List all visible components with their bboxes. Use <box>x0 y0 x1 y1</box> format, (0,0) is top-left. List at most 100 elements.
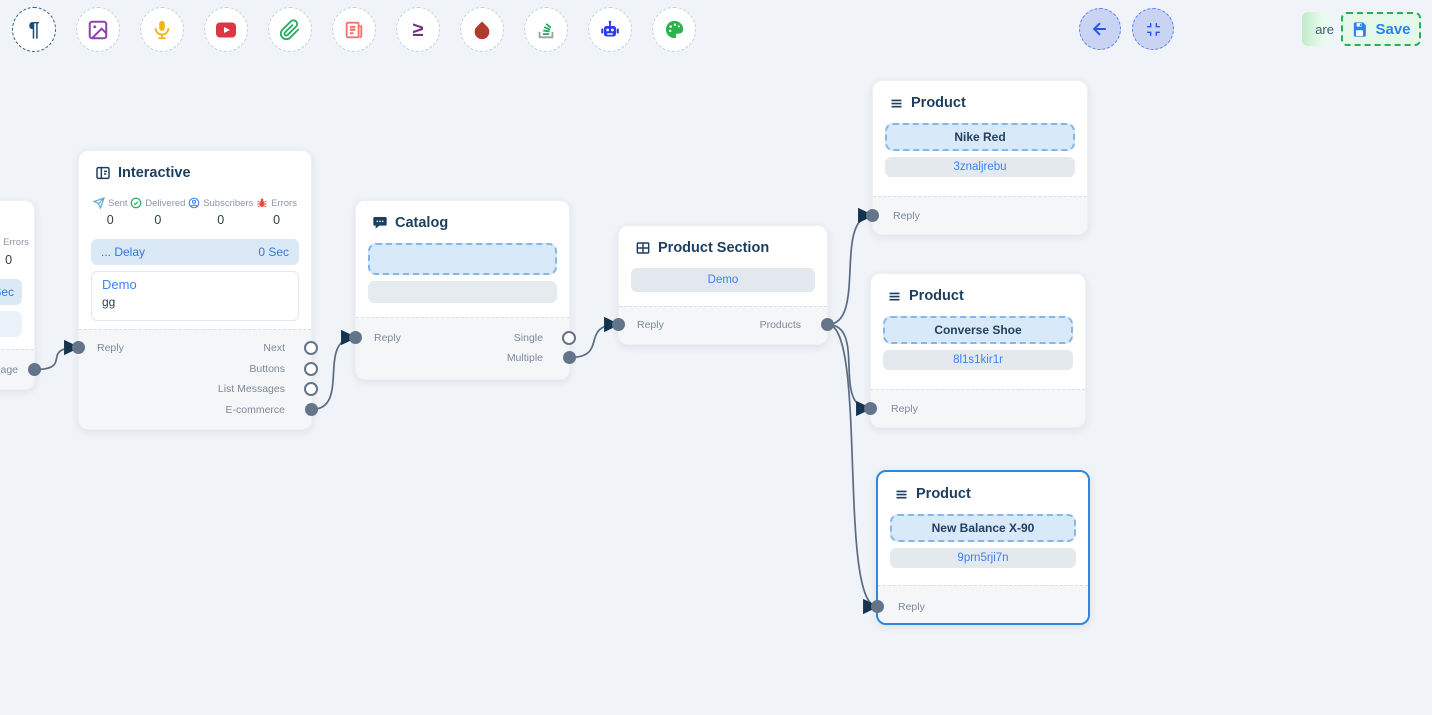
catalog-secondary-placeholder[interactable] <box>368 281 557 303</box>
port-label-reply: Reply <box>891 403 918 415</box>
node-title: Catalog <box>395 215 449 231</box>
product-id-pill[interactable]: 8l1s1kir1r <box>883 350 1073 370</box>
node-footer <box>79 329 311 429</box>
port-products[interactable] <box>821 318 834 331</box>
interactive-icon <box>96 166 110 180</box>
port-label-message: Message <box>0 364 18 376</box>
port-reply[interactable] <box>349 331 362 344</box>
back-button[interactable] <box>1079 8 1121 50</box>
port-label-reply: Reply <box>637 319 664 331</box>
product-node-1[interactable]: Product Nike Red 3znaljrebu Reply <box>866 80 1088 235</box>
catalog-node[interactable]: Catalog Reply Single Multiple <box>349 200 576 380</box>
attachment-node-button[interactable] <box>268 7 312 52</box>
content-toolbar: ¶ ≥ <box>12 7 696 52</box>
bot-node-button[interactable] <box>588 7 632 52</box>
theme-node-button[interactable] <box>652 7 696 52</box>
port-next[interactable] <box>304 341 318 355</box>
template-node-button[interactable] <box>332 7 376 52</box>
port-single[interactable] <box>562 331 576 345</box>
stat-errors: Errors 0 <box>256 197 297 227</box>
audio-node-button[interactable] <box>140 7 184 52</box>
stat-label: Errors <box>3 237 29 248</box>
port-label-reply: Reply <box>374 332 401 344</box>
drip-node-button[interactable] <box>460 7 504 52</box>
menu-icon <box>889 292 900 300</box>
text-icon: ¶ <box>28 18 40 41</box>
node-footer <box>878 585 1088 623</box>
stat-value: 0 <box>5 253 13 267</box>
stat-errors: Errors 0 <box>3 237 29 267</box>
text-node-button[interactable]: ¶ <box>12 7 56 52</box>
catalog-placeholder[interactable] <box>368 243 557 275</box>
node-title: Product <box>916 486 971 502</box>
port-label-reply: Reply <box>898 601 925 613</box>
arrow-left-icon <box>1092 22 1106 36</box>
bug-icon <box>257 198 267 208</box>
menu-icon <box>891 99 902 107</box>
port-message-out[interactable] <box>28 363 41 376</box>
save-icon <box>1354 21 1367 37</box>
droplet-icon <box>474 20 490 39</box>
subscriber-icon <box>188 197 200 209</box>
image-icon <box>88 20 108 39</box>
delay-label: ... Delay <box>101 245 146 259</box>
port-label-ecommerce: E-commerce <box>225 404 285 416</box>
node-footer <box>873 196 1087 234</box>
port-reply[interactable] <box>864 402 877 415</box>
port-reply[interactable] <box>866 209 879 222</box>
paperclip-icon <box>279 18 300 40</box>
product-id-pill[interactable]: 9prn5rji7n <box>890 548 1076 568</box>
partial-hidden-label: are <box>1315 21 1334 37</box>
delay-row[interactable]: 0 Sec <box>0 279 22 305</box>
image-node-button[interactable] <box>76 7 120 52</box>
port-buttons[interactable] <box>304 362 318 376</box>
node-footer <box>619 306 827 344</box>
interactive-node[interactable]: Interactive Sent 0 Delivered 0 <box>72 150 318 430</box>
node-title: Product <box>911 95 966 111</box>
compress-icon <box>1146 22 1160 36</box>
node-title: Product Section <box>658 240 770 256</box>
section-button[interactable]: Demo <box>631 268 815 292</box>
port-reply[interactable] <box>72 341 85 354</box>
port-reply[interactable] <box>871 600 884 613</box>
catalog-icon <box>373 217 387 229</box>
message-node-partial[interactable]: Errors 0 0 Sec Message <box>0 200 41 390</box>
delay-row[interactable]: ... Delay 0 Sec <box>91 239 299 265</box>
delay-value: 0 Sec <box>0 285 14 299</box>
delay-value: 0 Sec <box>258 245 289 259</box>
save-button[interactable]: Save <box>1341 12 1421 46</box>
product-name-box[interactable]: Converse Shoe <box>883 316 1073 344</box>
message-title: Demo <box>102 277 137 292</box>
message-editor[interactable]: Demo gg <box>91 271 299 321</box>
greater-equal-node-button[interactable]: ≥ <box>396 7 440 52</box>
port-list-messages[interactable] <box>304 382 318 396</box>
product-node-3[interactable]: Product New Balance X-90 9prn5rji7n Repl… <box>871 470 1090 625</box>
message-body: gg <box>102 295 116 309</box>
port-ecommerce[interactable] <box>305 403 318 416</box>
palette-icon <box>665 20 683 39</box>
sequence-node-button[interactable] <box>524 7 568 52</box>
greater-equal-icon: ≥ <box>412 18 424 41</box>
video-node-button[interactable] <box>204 7 248 52</box>
youtube-icon <box>216 22 236 37</box>
product-name-box[interactable]: Nike Red <box>885 123 1075 151</box>
partial-hidden-button[interactable]: are <box>1302 12 1336 46</box>
node-footer <box>871 389 1085 427</box>
send-icon <box>93 197 105 209</box>
quick-reply-row[interactable] <box>0 311 22 337</box>
product-node-2[interactable]: Product Converse Shoe 8l1s1kir1r Reply <box>864 273 1086 428</box>
port-label-single: Single <box>513 332 543 344</box>
product-section-node[interactable]: Product Section Demo Reply Products <box>612 225 834 345</box>
microphone-icon <box>154 20 170 39</box>
port-label-next: Next <box>263 342 285 354</box>
product-name-box[interactable]: New Balance X-90 <box>890 514 1076 542</box>
stat-delivered: Delivered 0 <box>130 197 185 227</box>
product-id-pill[interactable]: 3znaljrebu <box>885 157 1075 177</box>
fit-view-button[interactable] <box>1132 8 1174 50</box>
port-reply[interactable] <box>612 318 625 331</box>
robot-icon <box>601 20 619 36</box>
port-multiple[interactable] <box>563 351 576 364</box>
stats-row: Sent 0 Delivered 0 Subscribers 0 <box>79 181 311 227</box>
stat-sent: Sent 0 <box>93 197 128 227</box>
